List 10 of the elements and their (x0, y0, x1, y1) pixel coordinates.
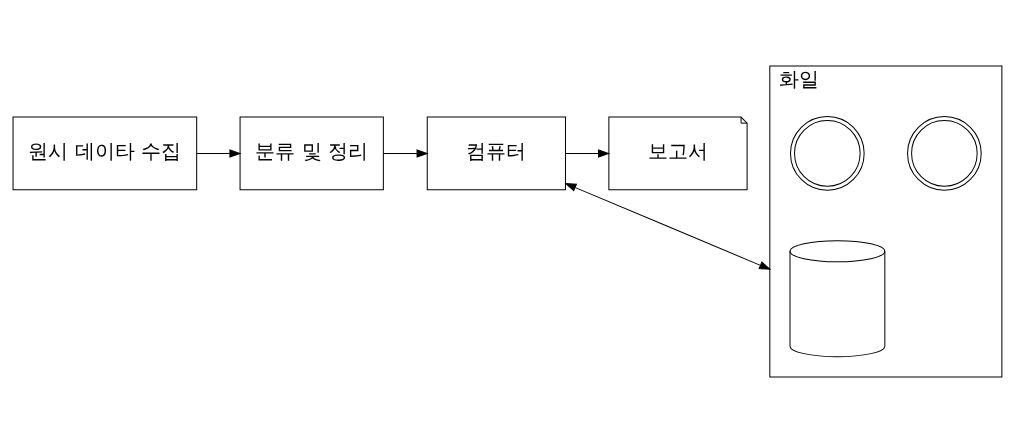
arrow (563, 182, 771, 270)
node-circle (789, 116, 865, 191)
node-circle (906, 116, 982, 191)
arrow (564, 149, 610, 158)
node-box: 분류 및 정리 (239, 116, 384, 191)
arrow (382, 149, 429, 158)
node-box: 원시 데이타 수집 (12, 116, 197, 191)
node-box: 컴퓨터 (426, 116, 566, 191)
arrow (195, 149, 242, 158)
cluster: 화일 (768, 65, 1002, 378)
